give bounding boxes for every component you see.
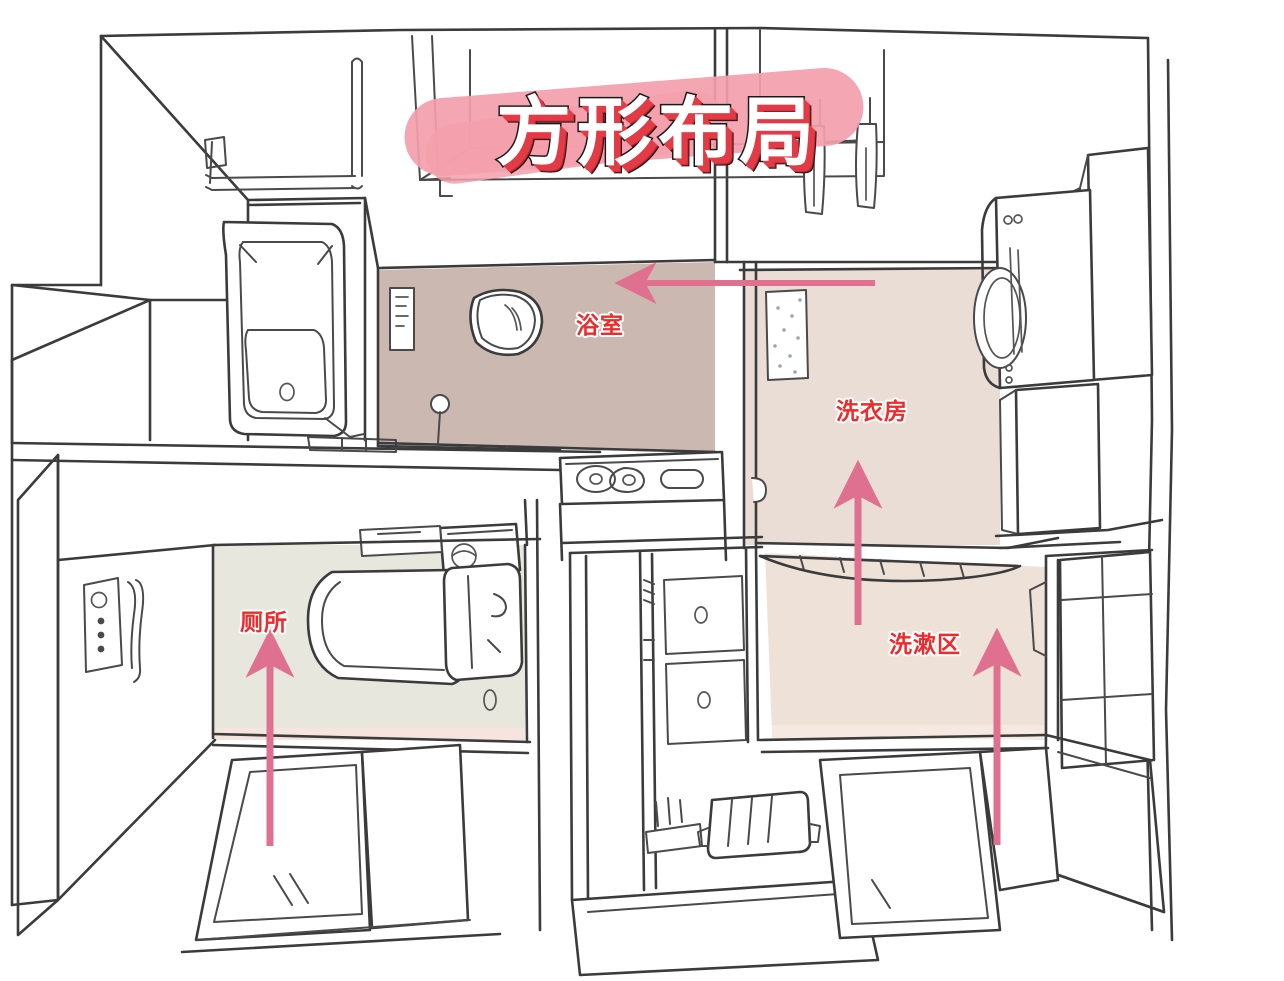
zone-label-wash-area: 洗漱区 xyxy=(889,631,961,657)
washing-machine-and-cabinets xyxy=(973,146,1164,742)
bathtub-alcove xyxy=(204,57,397,453)
zone-floor-bathroom xyxy=(377,262,715,452)
zone-label-toilet: 厕所 xyxy=(240,609,288,635)
vanity-drawers xyxy=(560,535,764,902)
floor-foreground xyxy=(180,733,1060,977)
toilet-fixture xyxy=(211,522,532,755)
direction-arrows xyxy=(245,262,1022,846)
zone-label-laundry: 洗衣房 xyxy=(836,398,908,424)
toilet-room-walls xyxy=(211,498,542,932)
zone-label-bathroom: 浴室 xyxy=(576,312,624,338)
zone-floor-wash-area xyxy=(765,553,1045,740)
hanging-towels xyxy=(759,29,878,215)
left-door-panel xyxy=(16,453,217,937)
cooktop xyxy=(558,450,728,562)
